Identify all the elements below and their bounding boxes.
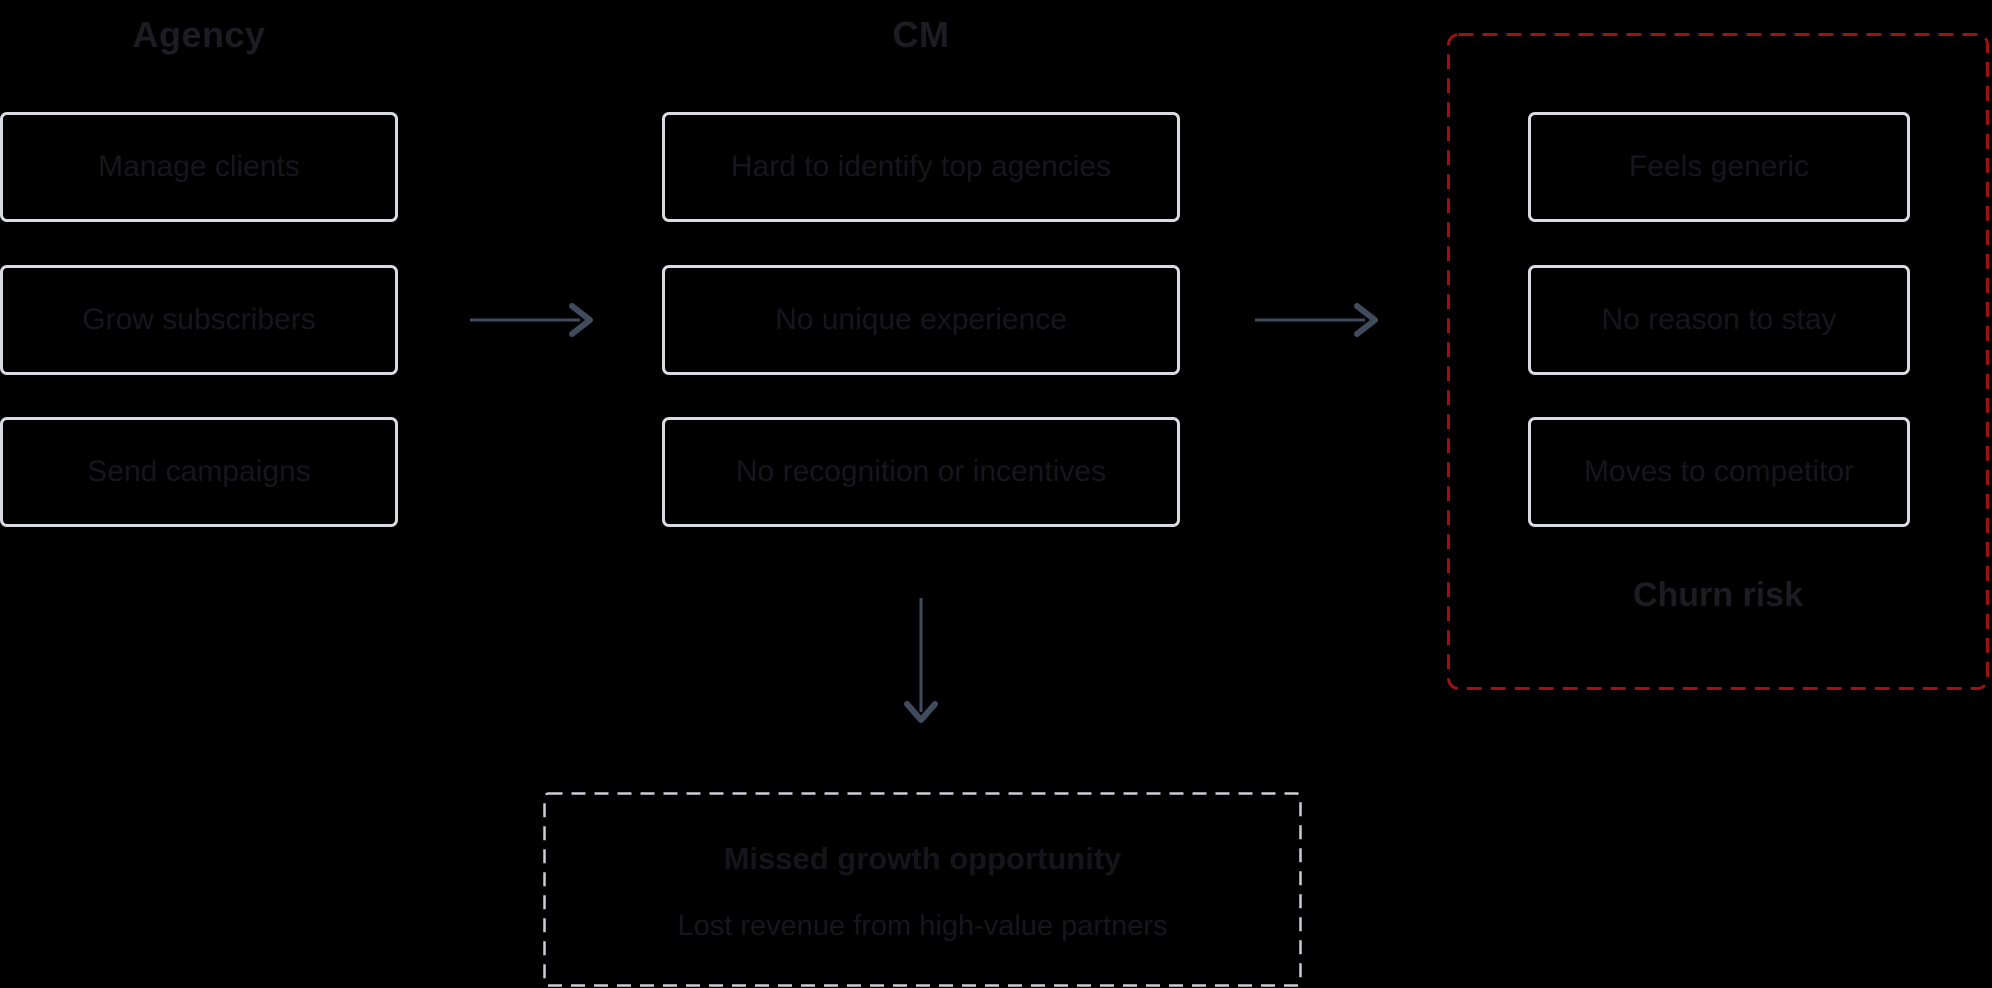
arrow-right-icon (1255, 303, 1378, 337)
outcome-title: Missed growth opportunity (723, 841, 1122, 876)
node-manage-clients: Manage clients (0, 112, 398, 222)
outcome-subtitle: Lost revenue from high-value partners (677, 910, 1168, 942)
churn-risk-group-label: Churn risk (1632, 576, 1804, 614)
churn-risk-group-border (1447, 33, 1989, 690)
node-no-reason-to-stay: No reason to stay (1528, 265, 1910, 375)
node-grow-subscribers: Grow subscribers (0, 265, 398, 375)
node-hard-to-identify-top-agencies: Hard to identify top agencies (662, 112, 1180, 222)
node-no-recognition-or-incentives: No recognition or incentives (662, 417, 1180, 527)
cm-column-title: CM (892, 14, 950, 55)
arrow-right-icon (470, 303, 593, 337)
arrow-down-icon (904, 598, 938, 723)
outcome-box-border (543, 792, 1302, 987)
node-moves-to-competitor: Moves to competitor (1528, 417, 1910, 527)
agency-column-title: Agency (132, 14, 266, 55)
node-feels-generic: Feels generic (1528, 112, 1910, 222)
node-send-campaigns: Send campaigns (0, 417, 398, 527)
node-no-unique-experience: No unique experience (662, 265, 1180, 375)
